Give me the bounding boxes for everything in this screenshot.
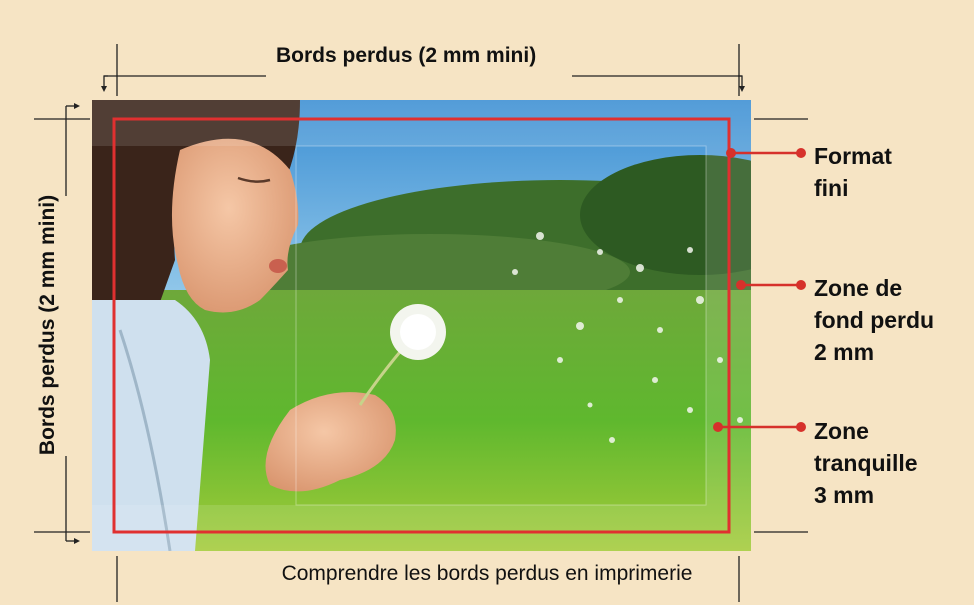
callout-markers xyxy=(713,148,806,432)
callout-line: Format xyxy=(814,143,892,169)
photo xyxy=(92,100,751,551)
callout-line: Zone xyxy=(814,418,869,444)
side-bleed-label: Bords perdus (2 mm mini) xyxy=(36,194,59,456)
callout-zone-fond-perdu: Zone de fond perdu 2 mm xyxy=(814,272,934,368)
dimension-lines xyxy=(34,44,808,602)
callout-zone-tranquille: Zone tranquille 3 mm xyxy=(814,415,918,511)
callout-line: tranquille xyxy=(814,450,918,476)
dimension-arrowheads xyxy=(74,86,745,544)
top-bleed-label: Bords perdus (2 mm mini) xyxy=(276,44,537,67)
callout-line: Zone de xyxy=(814,275,903,301)
callout-line: 2 mm xyxy=(814,339,875,365)
caption: Comprendre les bords perdus en imprimeri… xyxy=(281,562,693,585)
callout-line: fini xyxy=(814,175,849,201)
callout-line: fond perdu xyxy=(814,307,935,333)
trim-line xyxy=(112,117,731,534)
callout-leaders xyxy=(718,151,800,429)
callout-format-fini: Format fini xyxy=(814,140,892,204)
callout-line: 3 mm xyxy=(814,482,875,508)
